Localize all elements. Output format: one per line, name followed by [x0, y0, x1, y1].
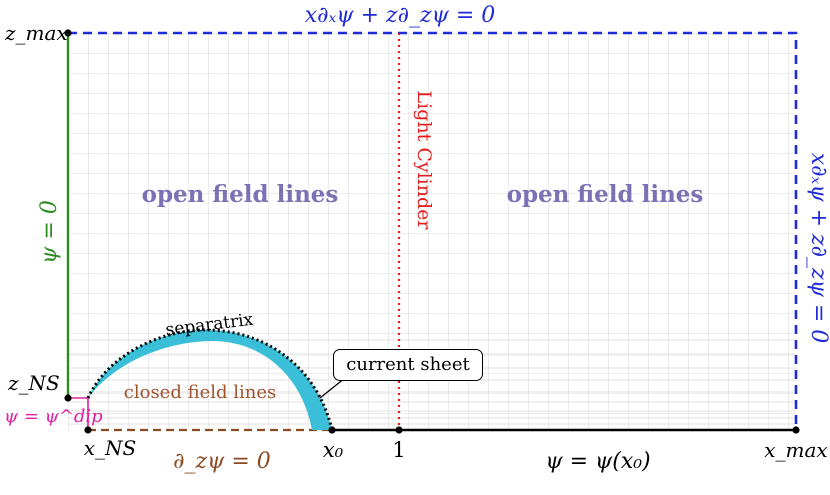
- current-sheet-callout: current sheet: [333, 349, 483, 381]
- ns-boundary-condition: ψ = ψ^dip: [4, 406, 103, 427]
- x0-label: x₀: [323, 438, 344, 462]
- z-max-label: z_max: [4, 21, 68, 45]
- light-cylinder-label: Light Cylinder: [413, 91, 435, 231]
- top-boundary-condition: x∂ₓψ + z∂_zψ = 0: [305, 3, 496, 28]
- outer-boundary: [68, 31, 798, 430]
- current-sheet-pointer: [319, 377, 346, 399]
- z-ns-label: z_NS: [7, 371, 60, 395]
- left-boundary-condition: ψ = 0: [37, 200, 62, 264]
- open-field-lines-left: open field lines: [142, 181, 339, 208]
- bottom-left-boundary-condition: ∂_zψ = 0: [173, 449, 271, 474]
- open-field-lines-right: open field lines: [507, 181, 704, 208]
- separatrix-curve: [86, 328, 334, 431]
- boundary-nodes: [64, 29, 800, 434]
- bottom-right-boundary-condition: ψ = ψ(x₀): [545, 449, 650, 474]
- one-label: 1: [392, 438, 405, 462]
- current-sheet-band: [88, 329, 332, 430]
- x-ns-label: x_NS: [84, 436, 136, 460]
- closed-field-lines: closed field lines: [124, 382, 276, 403]
- right-boundary-condition: x∂ₓψ + z∂_zψ = 0: [806, 153, 830, 344]
- x-max-label: x_max: [764, 438, 827, 462]
